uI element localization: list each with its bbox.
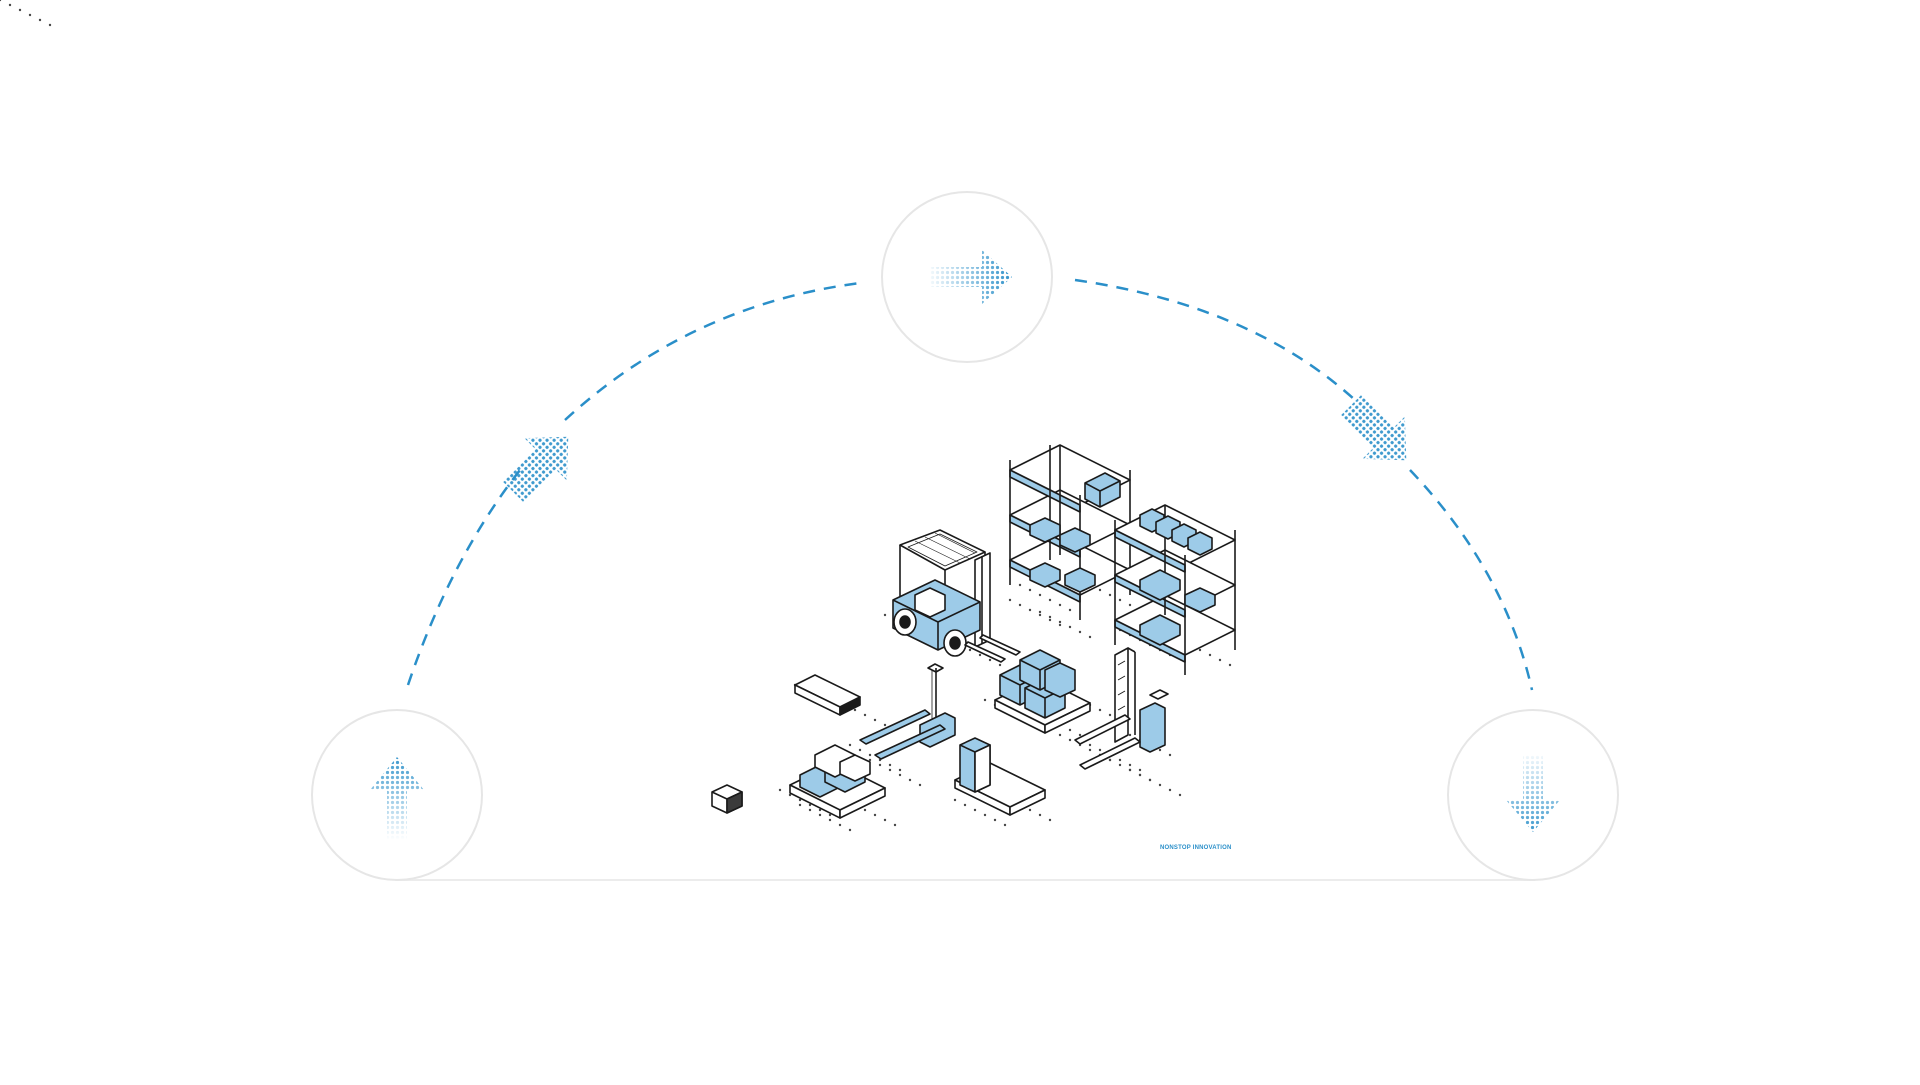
walkie-stacker-icon — [1074, 647, 1169, 770]
flow-node-end — [1447, 709, 1619, 881]
warehouse-illustration — [0, 0, 1236, 832]
dashed-flow-path — [406, 278, 1534, 691]
arrow-right-icon — [930, 250, 1012, 304]
arrow-diagonal-up-right-icon — [503, 436, 569, 502]
forklift-icon — [892, 529, 1021, 663]
carton-box-icon — [799, 744, 871, 798]
pallet-icon — [794, 674, 861, 716]
pallet-icon — [789, 744, 886, 819]
flow-node-start — [311, 709, 483, 881]
storage-rack-icon — [1009, 444, 1131, 620]
pallet-icon — [994, 649, 1091, 734]
carton-box-icon — [959, 737, 991, 793]
brand-label: NONSTOP INNOVATION — [1160, 845, 1232, 851]
arrow-down-icon — [1506, 755, 1560, 832]
pallet-icon — [954, 737, 1046, 816]
floor-dots — [0, 0, 1232, 832]
storage-rack-icon — [1114, 504, 1236, 675]
arrow-diagonal-down-right-icon — [1341, 395, 1407, 461]
carton-box-icon — [711, 784, 743, 814]
flow-node-top — [881, 191, 1053, 363]
pallet-jack-icon — [859, 663, 956, 760]
carton-box-icon — [999, 649, 1076, 719]
arrow-up-icon — [370, 757, 424, 840]
